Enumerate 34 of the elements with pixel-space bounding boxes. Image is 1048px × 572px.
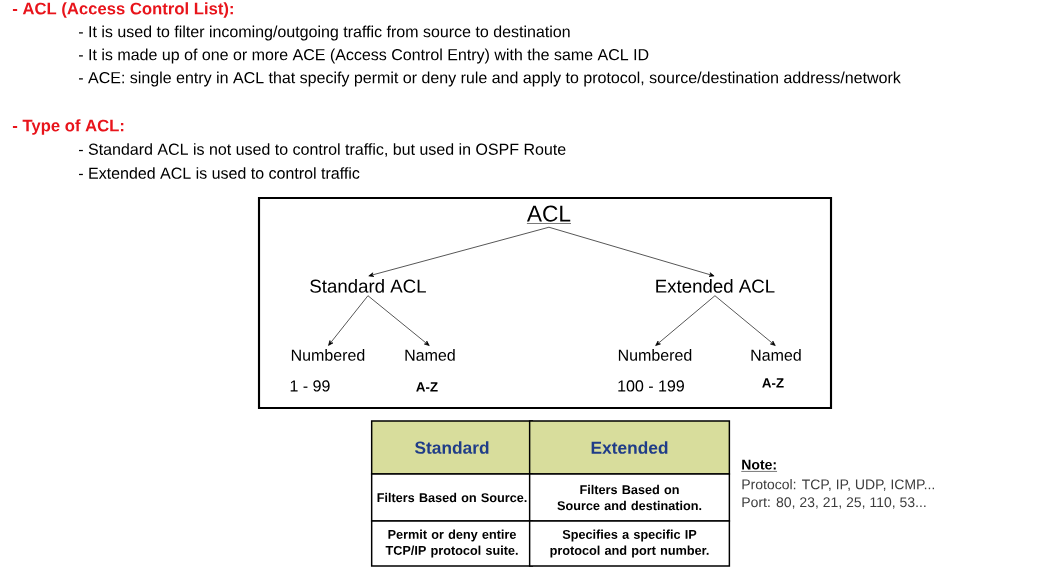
table-cell: Filters Based on Source. [370,473,534,522]
table-cell: Filters Based on Source and destination. [528,473,731,522]
range-label: 100 - 199 [618,380,684,392]
tree-label: Named [405,349,455,361]
bullet-text: - Extended ACL is used to control traffic [79,167,360,179]
arrow [367,295,430,346]
bullet-text: - Standard ACL is not used to control traffic, but used in OSPF Route [79,143,566,157]
tree-frame [257,196,833,410]
table-cell: Specifies a specific IP protocol and port number. [528,520,731,567]
table-header-cell: Extended [528,420,731,475]
arrow [714,295,776,346]
tree-label: Named [751,349,801,361]
arrow [655,295,716,346]
tree-label: Numbered [291,349,365,361]
tree-label: Extended ACL [656,279,775,293]
tree-label: Standard ACL [310,279,426,293]
bullet-text: - ACE: single entry in ACL that specify permit or deny rule and apply to protocol, source/destination address/network [79,71,901,87]
root-label: ACL [526,205,572,224]
arrow [548,226,715,277]
note-text: Protocol: TCP, IP, UDP, ICMP... [742,479,934,491]
range-label: A-Z [762,378,784,388]
range-label: A-Z [416,382,438,392]
note-text: Port: 80, 23, 21, 25, 110, 53... [742,497,926,509]
table-cell: Permit or deny entire TCP/IP protocol suite. [370,520,534,567]
table-header-cell: Standard [370,420,534,475]
tree-label: Numbered [618,349,692,361]
arrow [368,226,550,277]
range-label: 1 - 99 [290,380,330,392]
section-heading: - ACL (Access Control List): [12,2,233,18]
arrow [328,295,369,346]
bullet-text: - It is used to filter incoming/outgoing traffic from source to destination [79,25,570,41]
bullet-text: - It is made up of one or more ACE (Access Control Entry) with the same ACL ID [79,48,649,64]
note-heading: Note: [741,459,778,472]
section-heading: - Type of ACL: [12,119,124,135]
